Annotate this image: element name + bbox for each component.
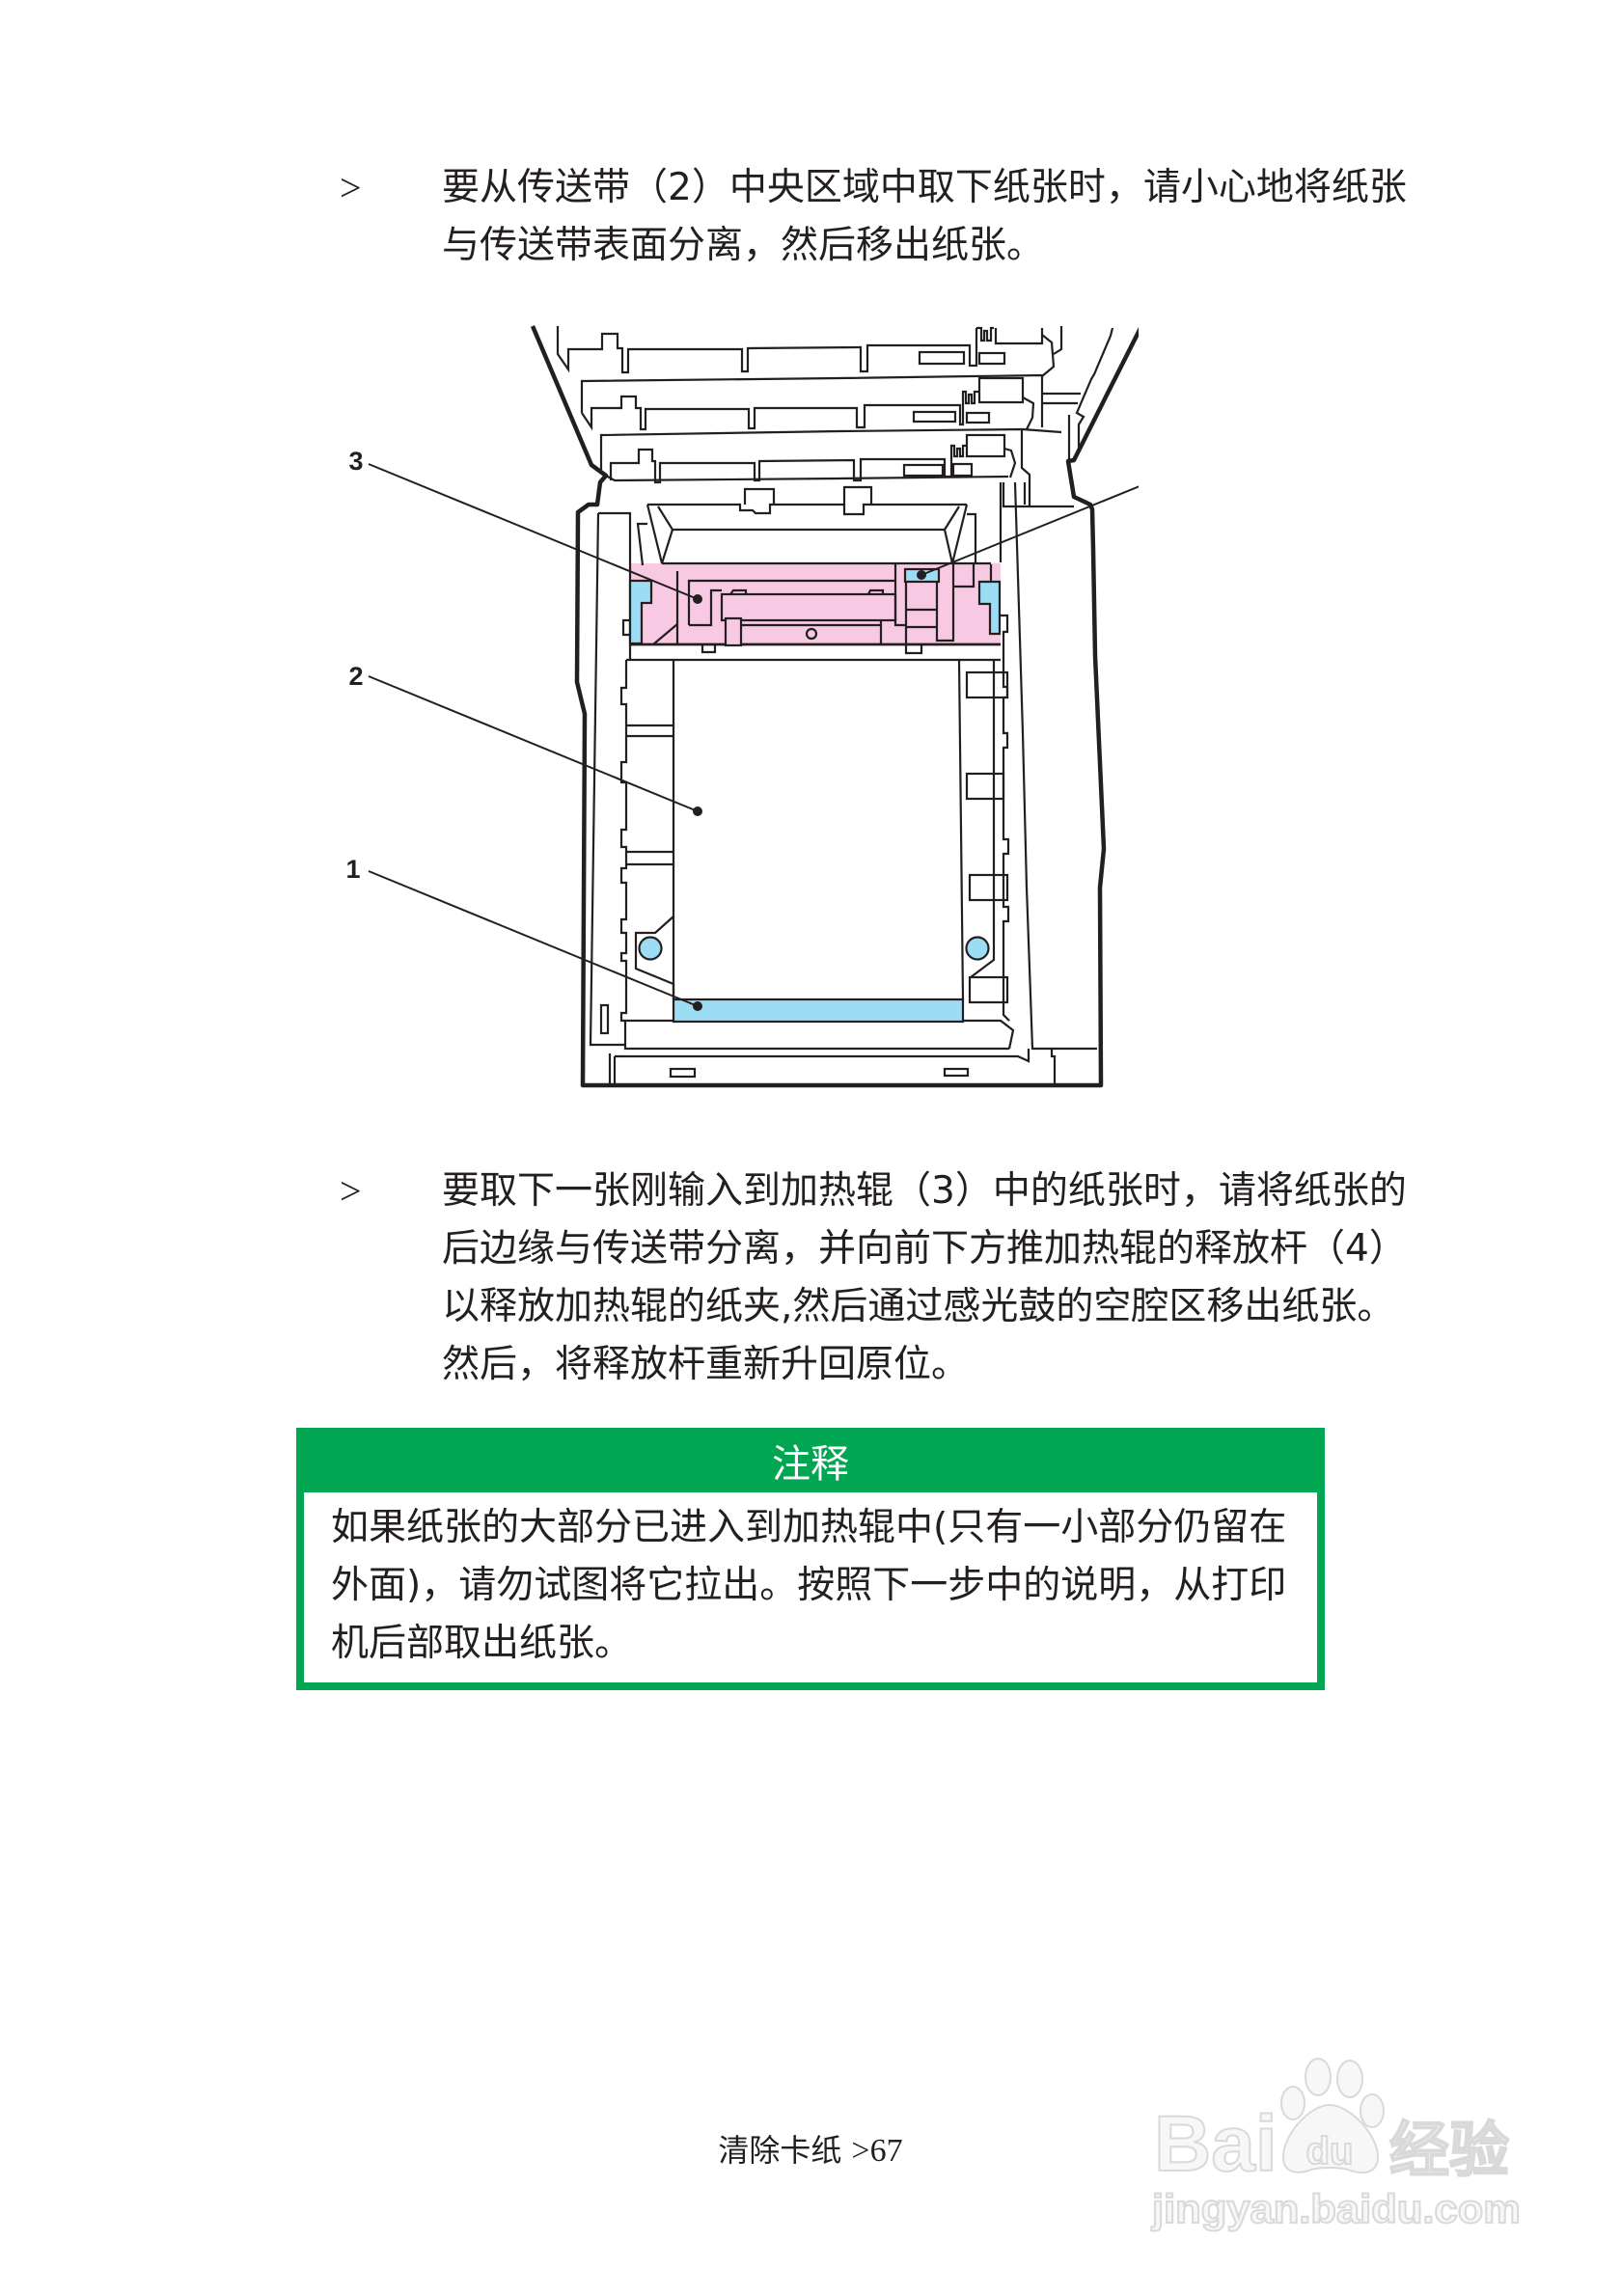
step-1-bullet: > (340, 166, 362, 209)
text-line: 后边缘与传送带分离，并向前下方推加热辊的释放杆（4） (442, 1227, 1407, 1271)
leader-2 (368, 675, 699, 812)
top-cover-trays (556, 326, 1114, 506)
printer-diagram: 3 2 1 4 (328, 309, 1139, 1109)
callout-label-2: 2 (348, 662, 363, 691)
leader-3 (368, 463, 699, 600)
note-box: 注释 如果纸张的大部分已进入到加热辊中(只有一小部分仍留在 外面)，请勿试图将它… (296, 1428, 1325, 1690)
right-belt-knob (965, 936, 990, 961)
watermark-brand-right: 经验 (1389, 2118, 1509, 2184)
leader-4 (920, 485, 1139, 576)
step-2-text: 要取下一张刚输入到加热辊（3）中的纸张时，请将纸张的 后边缘与传送带分离，并向前… (442, 1162, 1426, 1394)
text-line: 要从传送带（2）中央区域中取下纸张时，请小心地将纸张 (442, 166, 1407, 209)
paw-icon (1280, 2058, 1385, 2174)
text-line: 然后，将释放杆重新升回原位。 (442, 1343, 970, 1386)
note-line: 机后部取出纸张。 (331, 1622, 633, 1665)
fuser-unit (621, 564, 1001, 662)
page-footer: 清除卡纸>67 (0, 2127, 1621, 2174)
printer-outer-frame (530, 325, 1139, 1088)
step-1-text: 要从传送带（2）中央区域中取下纸张时，请小心地将纸张 与传送带表面分离，然后移出… (442, 159, 1426, 275)
watermark-brand-left: Bai (1154, 2100, 1278, 2188)
left-belt-knob (638, 936, 663, 961)
note-line: 如果纸张的大部分已进入到加热辊中(只有一小部分仍留在 (331, 1506, 1287, 1549)
right-fuser-latch (977, 580, 1002, 636)
watermark-brand-pad: du (1306, 2130, 1354, 2173)
text-line: 要取下一张刚输入到加热辊（3）中的纸张时，请将纸张的 (442, 1169, 1407, 1213)
callout-label-1: 1 (345, 855, 360, 884)
step-2-bullet: > (340, 1169, 362, 1213)
text-line: 与传送带表面分离，然后移出纸张。 (442, 224, 1045, 267)
note-line: 外面)，请勿试图将它拉出。按照下一步中的说明，从打印 (331, 1564, 1287, 1607)
callout-leaders (368, 463, 1139, 1011)
note-title: 注释 (303, 1435, 1318, 1492)
belt-highlights (638, 936, 990, 1024)
page-number: >67 (851, 2133, 903, 2169)
note-body: 如果纸张的大部分已进入到加热辊中(只有一小部分仍留在 外面)，请勿试图将它拉出。… (304, 1492, 1317, 1673)
printer-body-lines (589, 481, 1097, 1051)
watermark-url: jingyan.baidu.com (1151, 2186, 1521, 2231)
transfer-belt-unit (599, 614, 1057, 1083)
leader-1 (368, 870, 699, 1007)
baidu-jingyan-watermark: Bai du 经验 jingyan.baidu.com (1146, 2049, 1532, 2242)
belt-front-edge (672, 998, 965, 1024)
callout-label-3: 3 (348, 447, 363, 476)
footer-section-title: 清除卡纸 (718, 2132, 842, 2169)
text-line: 以释放加热辊的纸夹,然后通过感光鼓的空腔区移出纸张。 (442, 1285, 1395, 1328)
